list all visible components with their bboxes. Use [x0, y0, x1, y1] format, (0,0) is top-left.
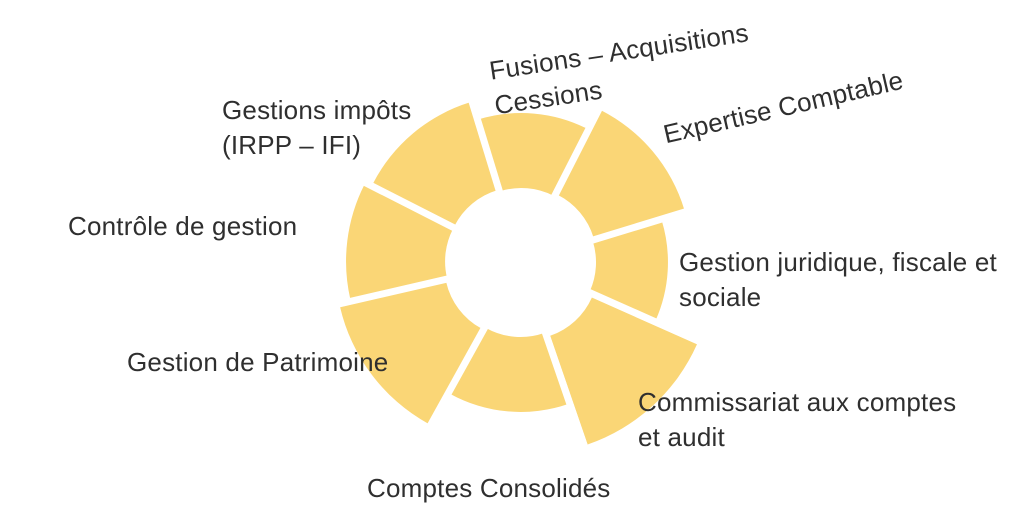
wheel-segment-patrimoine [340, 282, 481, 424]
wheel-segment-juridique [589, 220, 668, 321]
segment-gap-line [307, 264, 495, 315]
segment-gap-line [412, 284, 511, 455]
label-line: et audit [638, 422, 725, 452]
label-controle-de-gestion: Contrôle de gestion [68, 209, 297, 244]
label-line: (IRPP – IFI) [222, 130, 362, 160]
segment-gap-line [546, 194, 731, 258]
label-gestion-de-patrimoine: Gestion de Patrimoine [127, 345, 388, 380]
label-line: Gestion de Patrimoine [127, 347, 389, 377]
label-line: Gestions impôts [222, 95, 412, 125]
label-comptes-consolides: Comptes Consolidés [367, 471, 611, 506]
wheel-segment-comptes [449, 328, 569, 412]
label-line: Contrôle de gestion [68, 211, 298, 241]
segment-gap-line [545, 270, 722, 354]
label-gestions-impots-irpp-ifi: Gestions impôts (IRPP – IFI) [222, 93, 411, 163]
wheel-segment-commissariat [550, 297, 697, 445]
segment-gap-line [530, 66, 624, 239]
label-line: Comptes Consolidés [367, 473, 611, 503]
label-line: sociale [679, 282, 762, 312]
wheel-segment-impots [372, 102, 497, 226]
segment-gap-line [526, 287, 596, 470]
segment-gap-line [325, 159, 498, 253]
label-line: Gestion juridique, fiscale et [679, 247, 997, 277]
wheel-segment-fusions [478, 113, 588, 196]
segment-gap-line [453, 52, 517, 237]
label-line: Commissariat aux comptes [638, 387, 957, 417]
wheel-segment-controle [346, 184, 453, 300]
label-commissariat-aux-comptes-audit: Commissariat aux comptes et audit [638, 385, 956, 455]
wheel-segment-expertise [557, 110, 685, 238]
label-gestion-juridique-fiscale-sociale: Gestion juridique, fiscale et sociale [679, 245, 997, 315]
